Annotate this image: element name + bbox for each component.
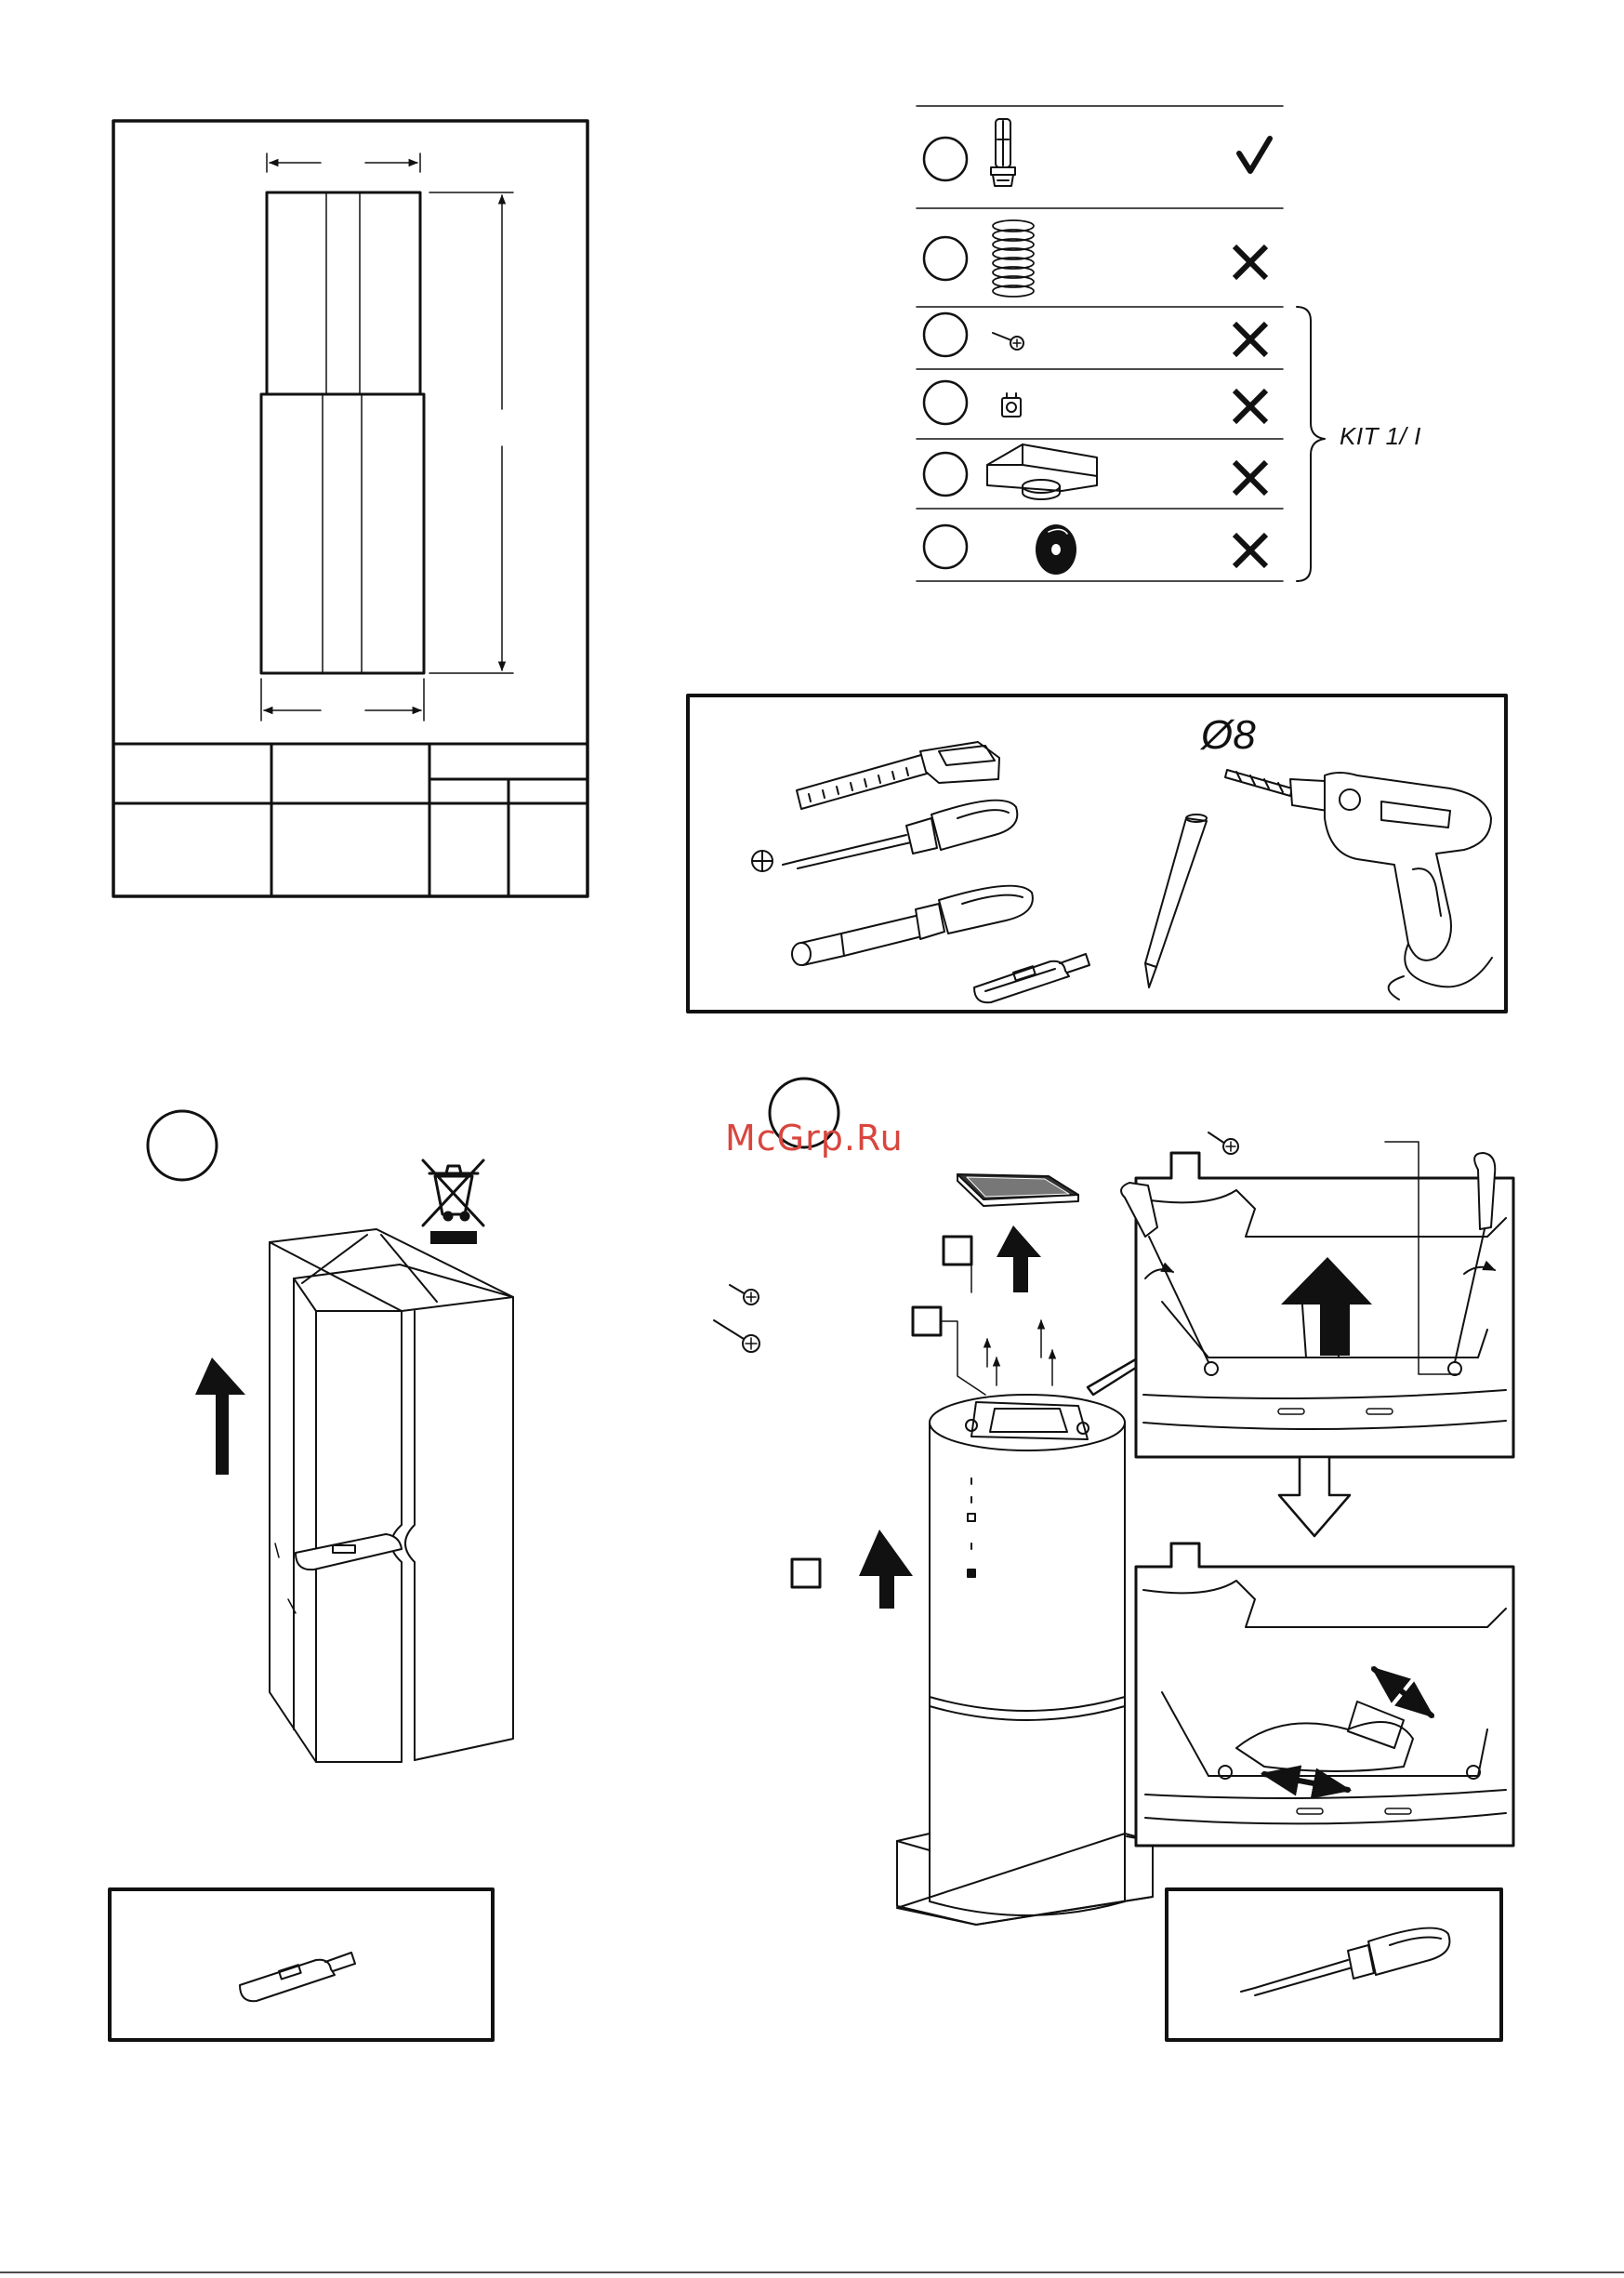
detail-b-panel <box>1136 1543 1513 1846</box>
upper-chimney-outline <box>267 192 420 394</box>
tools-panel <box>688 695 1506 1012</box>
screw-pair-icon <box>714 1285 759 1352</box>
dimension-table <box>113 744 588 896</box>
lift-up-arrow <box>195 1358 245 1475</box>
row-2-circle <box>924 237 967 280</box>
filter-up-arrow <box>997 1225 1041 1292</box>
cage-nut-icon <box>1002 393 1021 417</box>
top-width-dimension <box>267 153 420 172</box>
weee-bin-icon <box>423 1160 483 1244</box>
carbon-filter-icon <box>1036 524 1076 575</box>
duct-adapter-icon <box>987 444 1097 499</box>
anchor-bolt-icon <box>991 119 1015 186</box>
step-1-unpacking <box>148 1111 513 1762</box>
step-2a-box <box>944 1237 971 1265</box>
grease-filter-icon <box>957 1174 1078 1206</box>
included-check-icon <box>1239 139 1270 171</box>
phillips-screwdriver-icon <box>752 801 1017 871</box>
island-hood-body <box>897 1395 1153 1925</box>
tool-box-cutter <box>110 1889 493 2040</box>
not-included-x-icon <box>1235 246 1266 566</box>
hood-up-arrow <box>859 1530 913 1609</box>
watermark: McGrp.Ru <box>725 1118 904 1159</box>
packaging-box <box>270 1229 513 1762</box>
tape-measure-icon <box>797 742 999 809</box>
lower-chimney-outline <box>261 394 424 673</box>
step-2-hood-prep <box>714 1079 1513 1925</box>
tool-box-screwdriver <box>1167 1889 1501 2040</box>
power-drill-icon <box>1225 770 1492 1000</box>
row-4-circle <box>924 381 967 424</box>
bottom-width-dimension <box>261 679 424 721</box>
row-1-circle <box>924 138 967 180</box>
dimension-drawing-panel <box>113 121 588 896</box>
height-dimension <box>429 192 513 673</box>
pencil-icon <box>1145 815 1207 987</box>
step-2c-box <box>792 1559 820 1587</box>
row-3-circle <box>924 313 967 356</box>
detail-down-arrow <box>1279 1457 1350 1536</box>
flexible-duct-icon <box>993 220 1034 297</box>
screw-icon <box>993 333 1023 350</box>
accessories-list <box>917 106 1325 581</box>
row-5-circle <box>924 453 967 496</box>
step-1-circle <box>148 1111 217 1180</box>
drill-diameter-label: Ø8 <box>1201 712 1256 759</box>
nut-driver-icon <box>792 886 1033 965</box>
step-2b-box <box>913 1307 941 1335</box>
kit-brace <box>1297 307 1325 581</box>
detail-a-panel <box>1136 1153 1513 1457</box>
cutter-knife-icon <box>974 954 1089 1002</box>
row-6-circle <box>924 525 967 568</box>
kit-label: KIT 1/ I <box>1340 422 1421 451</box>
